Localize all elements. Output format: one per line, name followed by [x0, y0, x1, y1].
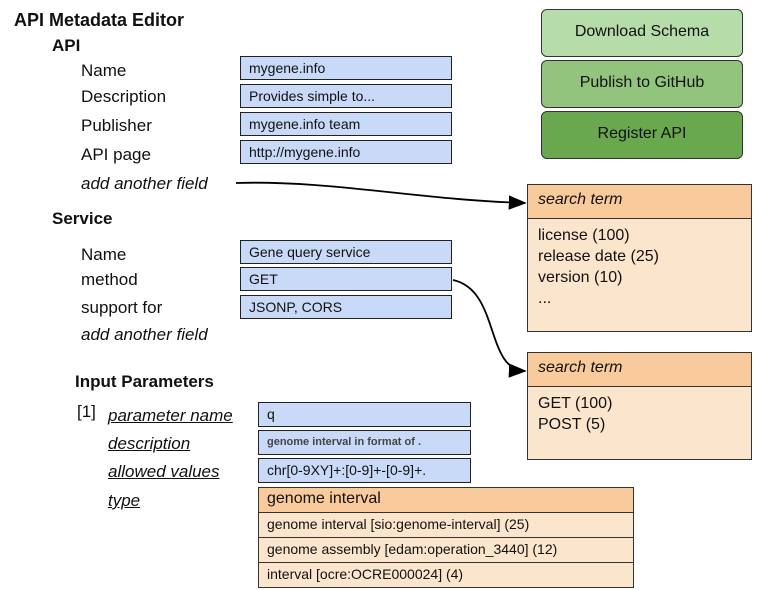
download-schema-button[interactable]: Download Schema [541, 9, 743, 57]
service-method-field[interactable]: GET [240, 267, 452, 291]
service-support-field[interactable]: JSONP, CORS [240, 295, 452, 319]
api-publisher-label: Publisher [81, 116, 152, 135]
type-option-2[interactable]: genome assembly [edam:operation_3440] (1… [258, 538, 634, 563]
api-page-field[interactable]: http://mygene.info [240, 140, 452, 164]
popup-1-item[interactable]: release date (25) [538, 248, 659, 265]
api-page-label: API page [81, 145, 151, 164]
arrow-method-to-popup [452, 279, 527, 378]
popup-1-item[interactable]: ... [538, 290, 552, 307]
type-input[interactable]: genome interval [258, 487, 634, 513]
service-section-heading: Service [52, 209, 113, 228]
api-add-field-link[interactable]: add another field [81, 174, 208, 193]
register-api-button[interactable]: Register API [541, 111, 743, 159]
popup-1-item[interactable]: license (100) [538, 227, 630, 244]
type-label: type [108, 491, 141, 510]
allowed-values-label: allowed values [108, 462, 220, 481]
type-option-3[interactable]: interval [ocre:OCRE000024] (4) [258, 563, 634, 588]
publish-github-button[interactable]: Publish to GitHub [541, 60, 743, 108]
api-description-label: Description [81, 87, 167, 106]
input-parameters-heading: Input Parameters [75, 372, 214, 391]
popup-1-header: search term [528, 185, 751, 219]
service-name-field[interactable]: Gene query service [240, 240, 452, 264]
popup-2-item[interactable]: GET (100) [538, 395, 613, 412]
api-name-field[interactable]: mygene.info [240, 56, 452, 80]
search-term-popup-1: search term license (100) release date (… [527, 184, 752, 332]
service-add-field-link[interactable]: add another field [81, 325, 208, 344]
popup-2-item[interactable]: POST (5) [538, 416, 606, 433]
popup-2-header: search term [528, 353, 751, 387]
popup-1-item[interactable]: version (10) [538, 269, 623, 286]
app-title: API Metadata Editor [14, 10, 185, 30]
parameter-description-label: description [108, 434, 191, 453]
parameter-name-label: parameter name [108, 406, 233, 425]
parameter-index: [1] [77, 402, 96, 421]
service-name-label: Name [81, 245, 127, 264]
api-description-field[interactable]: Provides simple to... [240, 84, 452, 108]
api-section-heading: API [52, 36, 81, 55]
parameter-name-field[interactable]: q [258, 402, 471, 427]
arrow-add-field-to-popup [235, 181, 527, 210]
api-publisher-field[interactable]: mygene.info team [240, 112, 452, 136]
type-option-1[interactable]: genome interval [sio:genome-interval] (2… [258, 513, 634, 538]
allowed-values-field[interactable]: chr[0-9XY]+:[0-9]+-[0-9]+. [258, 458, 471, 483]
service-support-label: support for [81, 298, 163, 317]
search-term-popup-2: search term GET (100) POST (5) [527, 352, 752, 460]
parameter-description-field[interactable]: genome interval in format of . [258, 430, 471, 455]
api-name-label: Name [81, 61, 127, 80]
service-method-label: method [81, 270, 138, 289]
